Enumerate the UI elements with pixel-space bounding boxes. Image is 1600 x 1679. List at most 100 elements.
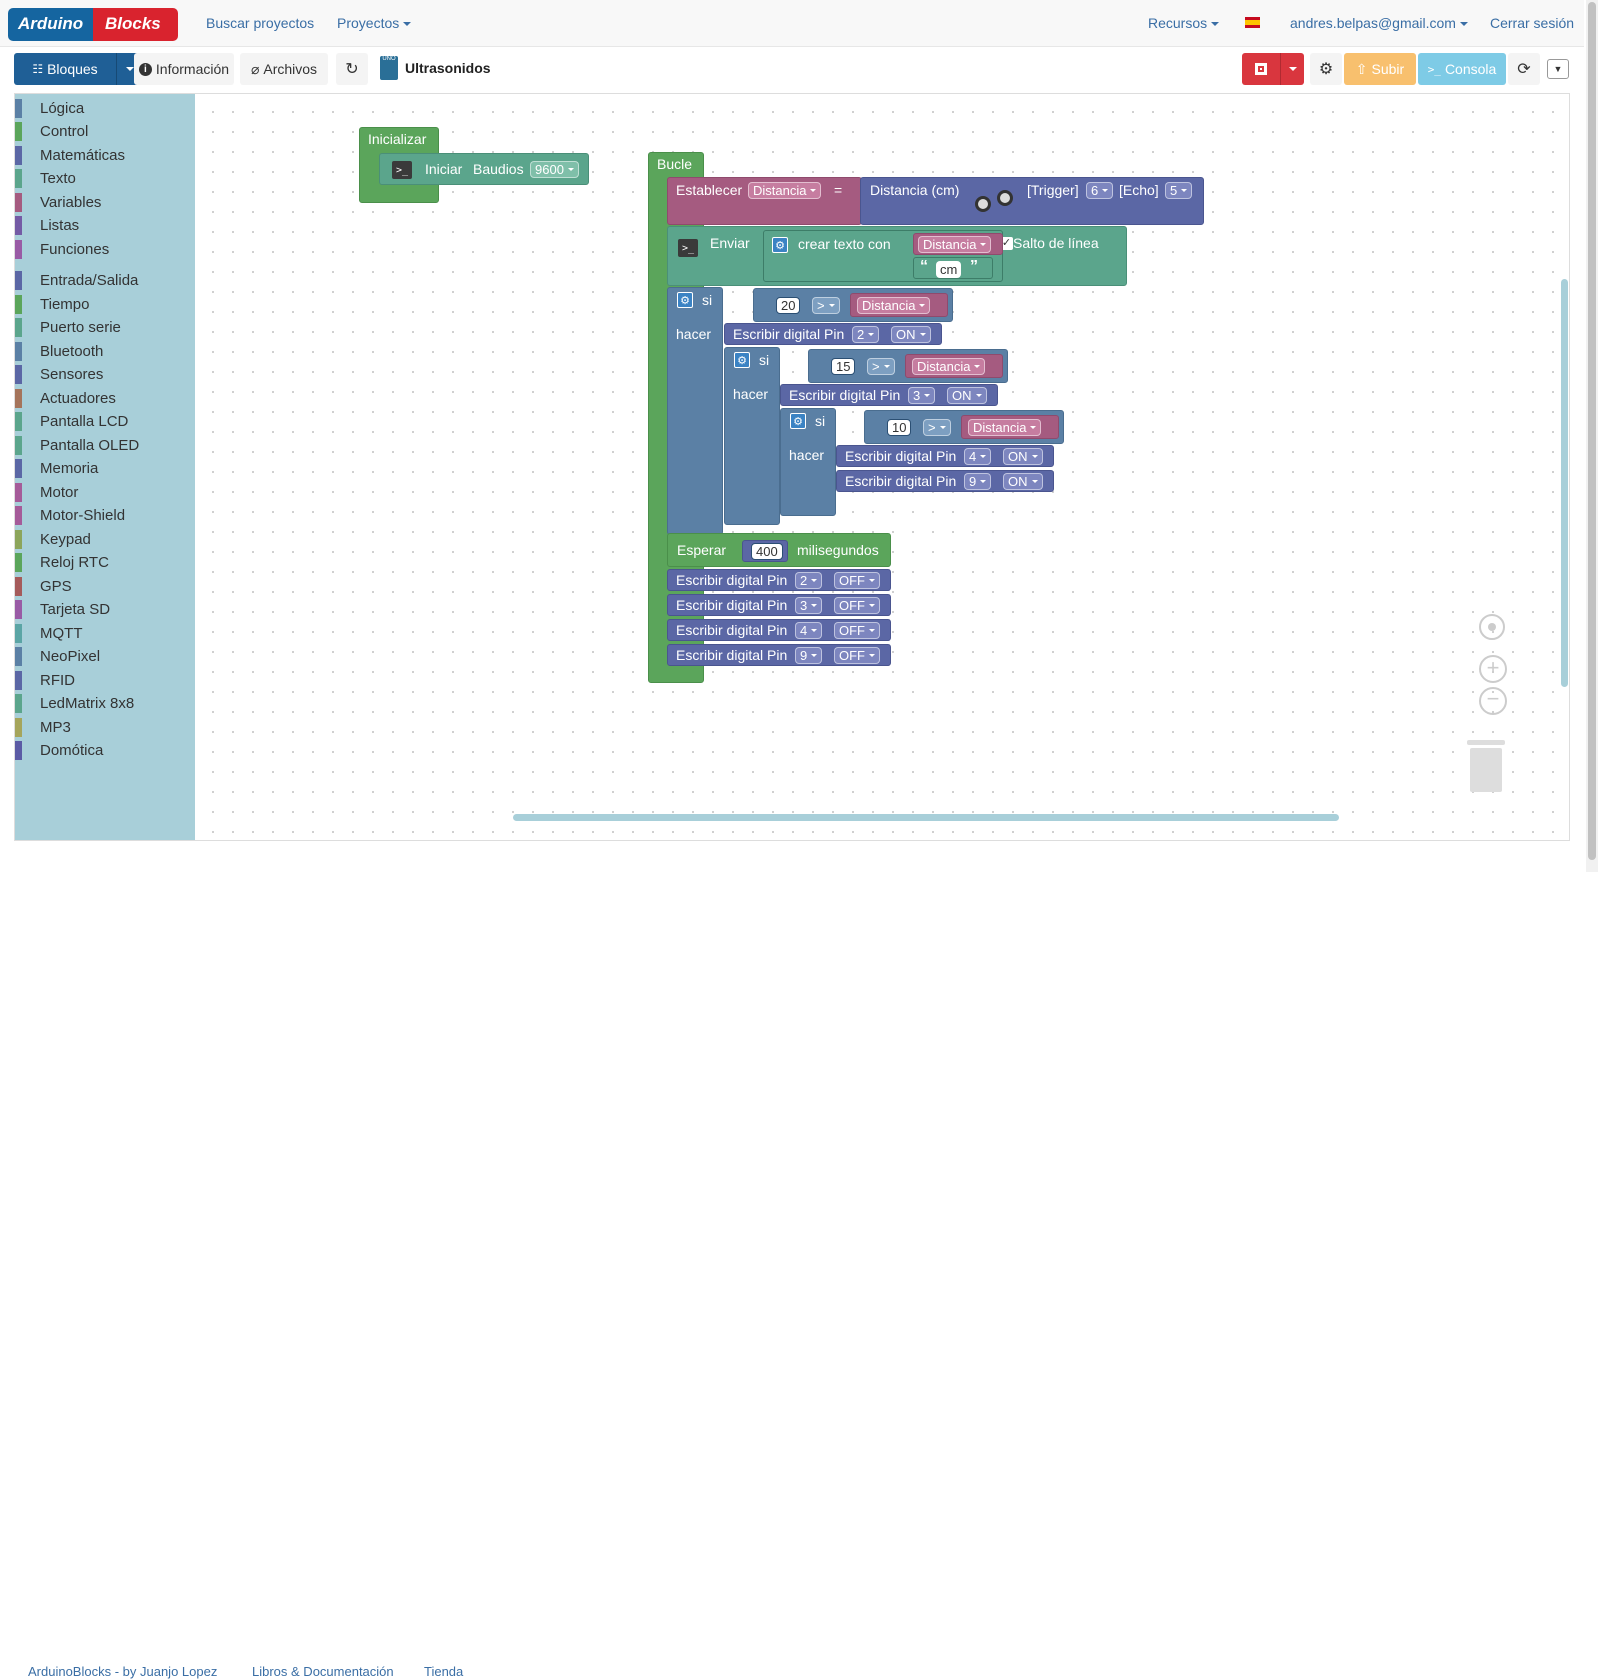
delay-block[interactable]: Esperar 400 milisegundos	[667, 533, 891, 567]
toolbox-category[interactable]: Puerto serie	[15, 318, 195, 338]
credit-link[interactable]: ArduinoBlocks - by Juanjo Lopez	[28, 1664, 218, 1679]
number-field[interactable]: 15	[831, 358, 856, 375]
toolbox-category[interactable]: MP3	[15, 717, 195, 737]
resources-menu[interactable]: Recursos	[1148, 15, 1220, 31]
variable-dropdown[interactable]: Distancia	[748, 182, 822, 199]
serial-begin-block[interactable]: >_ Iniciar Baudios 9600	[379, 153, 589, 185]
digital-write-block[interactable]: Escribir digital Pin 2 ON	[724, 323, 942, 345]
text-value-field[interactable]: cm	[936, 261, 962, 278]
number-field[interactable]: 400	[751, 543, 783, 560]
toolbox-category[interactable]: Keypad	[15, 529, 195, 549]
refresh-button[interactable]: ↻	[336, 53, 368, 85]
toolbox-category[interactable]: Funciones	[15, 239, 195, 259]
if-block-3[interactable]: ⚙ si hacer	[780, 408, 836, 516]
toolbox-category[interactable]: LedMatrix 8x8	[15, 694, 195, 714]
digital-write-block[interactable]: Escribir digital Pin 9 OFF	[667, 644, 891, 666]
toolbox-category[interactable]: Tiempo	[15, 294, 195, 314]
pin-dropdown[interactable]: 9	[964, 473, 992, 490]
blocks-button[interactable]: ☷Bloques	[14, 53, 116, 85]
toolbox-category[interactable]: NeoPixel	[15, 647, 195, 667]
toolbox-category[interactable]: RFID	[15, 670, 195, 690]
variable-get-block[interactable]: Distancia	[913, 233, 1003, 255]
variable-dropdown[interactable]: Distancia	[912, 358, 986, 375]
shop-link[interactable]: Tienda	[424, 1664, 464, 1679]
sync-button[interactable]: ⟳	[1508, 53, 1540, 85]
variable-dropdown[interactable]: Distancia	[968, 419, 1042, 436]
trigger-pin-dropdown[interactable]: 6	[1086, 182, 1114, 199]
compare-block-2[interactable]: 15 > Distancia	[808, 349, 1008, 383]
ultrasonic-distance-block[interactable]: Distancia (cm) [Trigger] 6 [Echo] 5	[860, 177, 1204, 225]
console-button[interactable]: >_Consola	[1418, 53, 1506, 85]
search-projects-link[interactable]: Buscar proyectos	[206, 15, 315, 31]
operator-dropdown[interactable]: >	[923, 419, 951, 436]
vertical-scrollbar[interactable]	[1561, 279, 1568, 687]
save-dropdown-button[interactable]	[1280, 53, 1304, 85]
if-block-2[interactable]: ⚙ si hacer	[724, 347, 780, 525]
toolbox-category[interactable]: Reloj RTC	[15, 553, 195, 573]
toolbox-category[interactable]: Lógica	[15, 98, 195, 118]
toolbar-dropdown-button[interactable]: ▼	[1547, 59, 1569, 79]
logout-link[interactable]: Cerrar sesión	[1490, 15, 1575, 31]
spain-flag-icon[interactable]	[1245, 17, 1260, 28]
pin-dropdown[interactable]: 2	[795, 572, 823, 589]
echo-pin-dropdown[interactable]: 5	[1165, 182, 1193, 199]
pin-dropdown[interactable]: 9	[795, 647, 823, 664]
variable-get-block[interactable]: Distancia	[850, 293, 948, 317]
toolbox-category[interactable]: MQTT	[15, 623, 195, 643]
user-menu[interactable]: andres.belpas@gmail.com	[1290, 15, 1468, 31]
state-dropdown[interactable]: OFF	[834, 572, 880, 589]
state-dropdown[interactable]: ON	[947, 387, 987, 404]
pin-dropdown[interactable]: 3	[795, 597, 823, 614]
operator-dropdown[interactable]: >	[812, 297, 840, 314]
toolbox-category[interactable]: Pantalla OLED	[15, 435, 195, 455]
gear-icon[interactable]: ⚙	[772, 237, 788, 253]
toolbox-category[interactable]: Pantalla LCD	[15, 412, 195, 432]
variable-dropdown[interactable]: Distancia	[918, 236, 992, 253]
toolbox-category[interactable]: Memoria	[15, 459, 195, 479]
toolbox-category[interactable]: Entrada/Salida	[15, 271, 195, 291]
gear-icon[interactable]: ⚙	[677, 292, 693, 308]
toolbox-category[interactable]: Texto	[15, 169, 195, 189]
state-dropdown[interactable]: ON	[1003, 448, 1043, 465]
toolbox-category[interactable]: Motor-Shield	[15, 506, 195, 526]
variable-get-block[interactable]: Distancia	[961, 415, 1059, 439]
toolbox-category[interactable]: Tarjeta SD	[15, 600, 195, 620]
number-block[interactable]: 400	[742, 540, 788, 562]
number-field[interactable]: 20	[776, 297, 801, 314]
toolbox-category[interactable]: Control	[15, 122, 195, 142]
pin-dropdown[interactable]: 3	[908, 387, 936, 404]
toolbox-category[interactable]: Variables	[15, 192, 195, 212]
digital-write-block[interactable]: Escribir digital Pin 3 ON	[780, 384, 998, 406]
horizontal-scrollbar[interactable]	[513, 814, 1339, 821]
projects-menu[interactable]: Proyectos	[337, 15, 412, 31]
digital-write-block[interactable]: Escribir digital Pin 3 OFF	[667, 594, 891, 616]
toolbox-category[interactable]: Listas	[15, 216, 195, 236]
set-variable-block[interactable]: Establecer Distancia =	[667, 177, 862, 225]
text-string-block[interactable]: “ cm ”	[913, 257, 993, 279]
pin-dropdown[interactable]: 2	[852, 326, 880, 343]
newline-checkbox[interactable]: ✓	[1000, 237, 1013, 250]
compare-block-1[interactable]: 20 > Distancia	[753, 288, 953, 322]
zoom-out-icon[interactable]: −	[1479, 687, 1507, 715]
state-dropdown[interactable]: OFF	[834, 597, 880, 614]
pin-dropdown[interactable]: 4	[795, 622, 823, 639]
pin-dropdown[interactable]: 4	[964, 448, 992, 465]
gear-icon[interactable]: ⚙	[790, 413, 806, 429]
upload-button[interactable]: ⇧Subir	[1344, 53, 1416, 85]
files-button[interactable]: ⌀Archivos	[240, 53, 328, 85]
variable-get-block[interactable]: Distancia	[905, 354, 1003, 378]
baud-dropdown[interactable]: 9600	[530, 161, 579, 178]
state-dropdown[interactable]: OFF	[834, 647, 880, 664]
digital-write-block[interactable]: Escribir digital Pin 9 ON	[836, 470, 1054, 492]
toolbox-category[interactable]: GPS	[15, 576, 195, 596]
recenter-icon[interactable]	[1479, 614, 1505, 640]
trash-icon[interactable]	[1467, 740, 1505, 792]
number-field[interactable]: 10	[887, 419, 912, 436]
docs-link[interactable]: Libros & Documentación	[252, 1664, 394, 1679]
state-dropdown[interactable]: ON	[1003, 473, 1043, 490]
variable-dropdown[interactable]: Distancia	[857, 297, 931, 314]
compare-block-3[interactable]: 10 > Distancia	[864, 410, 1064, 444]
page-scrollbar[interactable]	[1586, 0, 1598, 872]
